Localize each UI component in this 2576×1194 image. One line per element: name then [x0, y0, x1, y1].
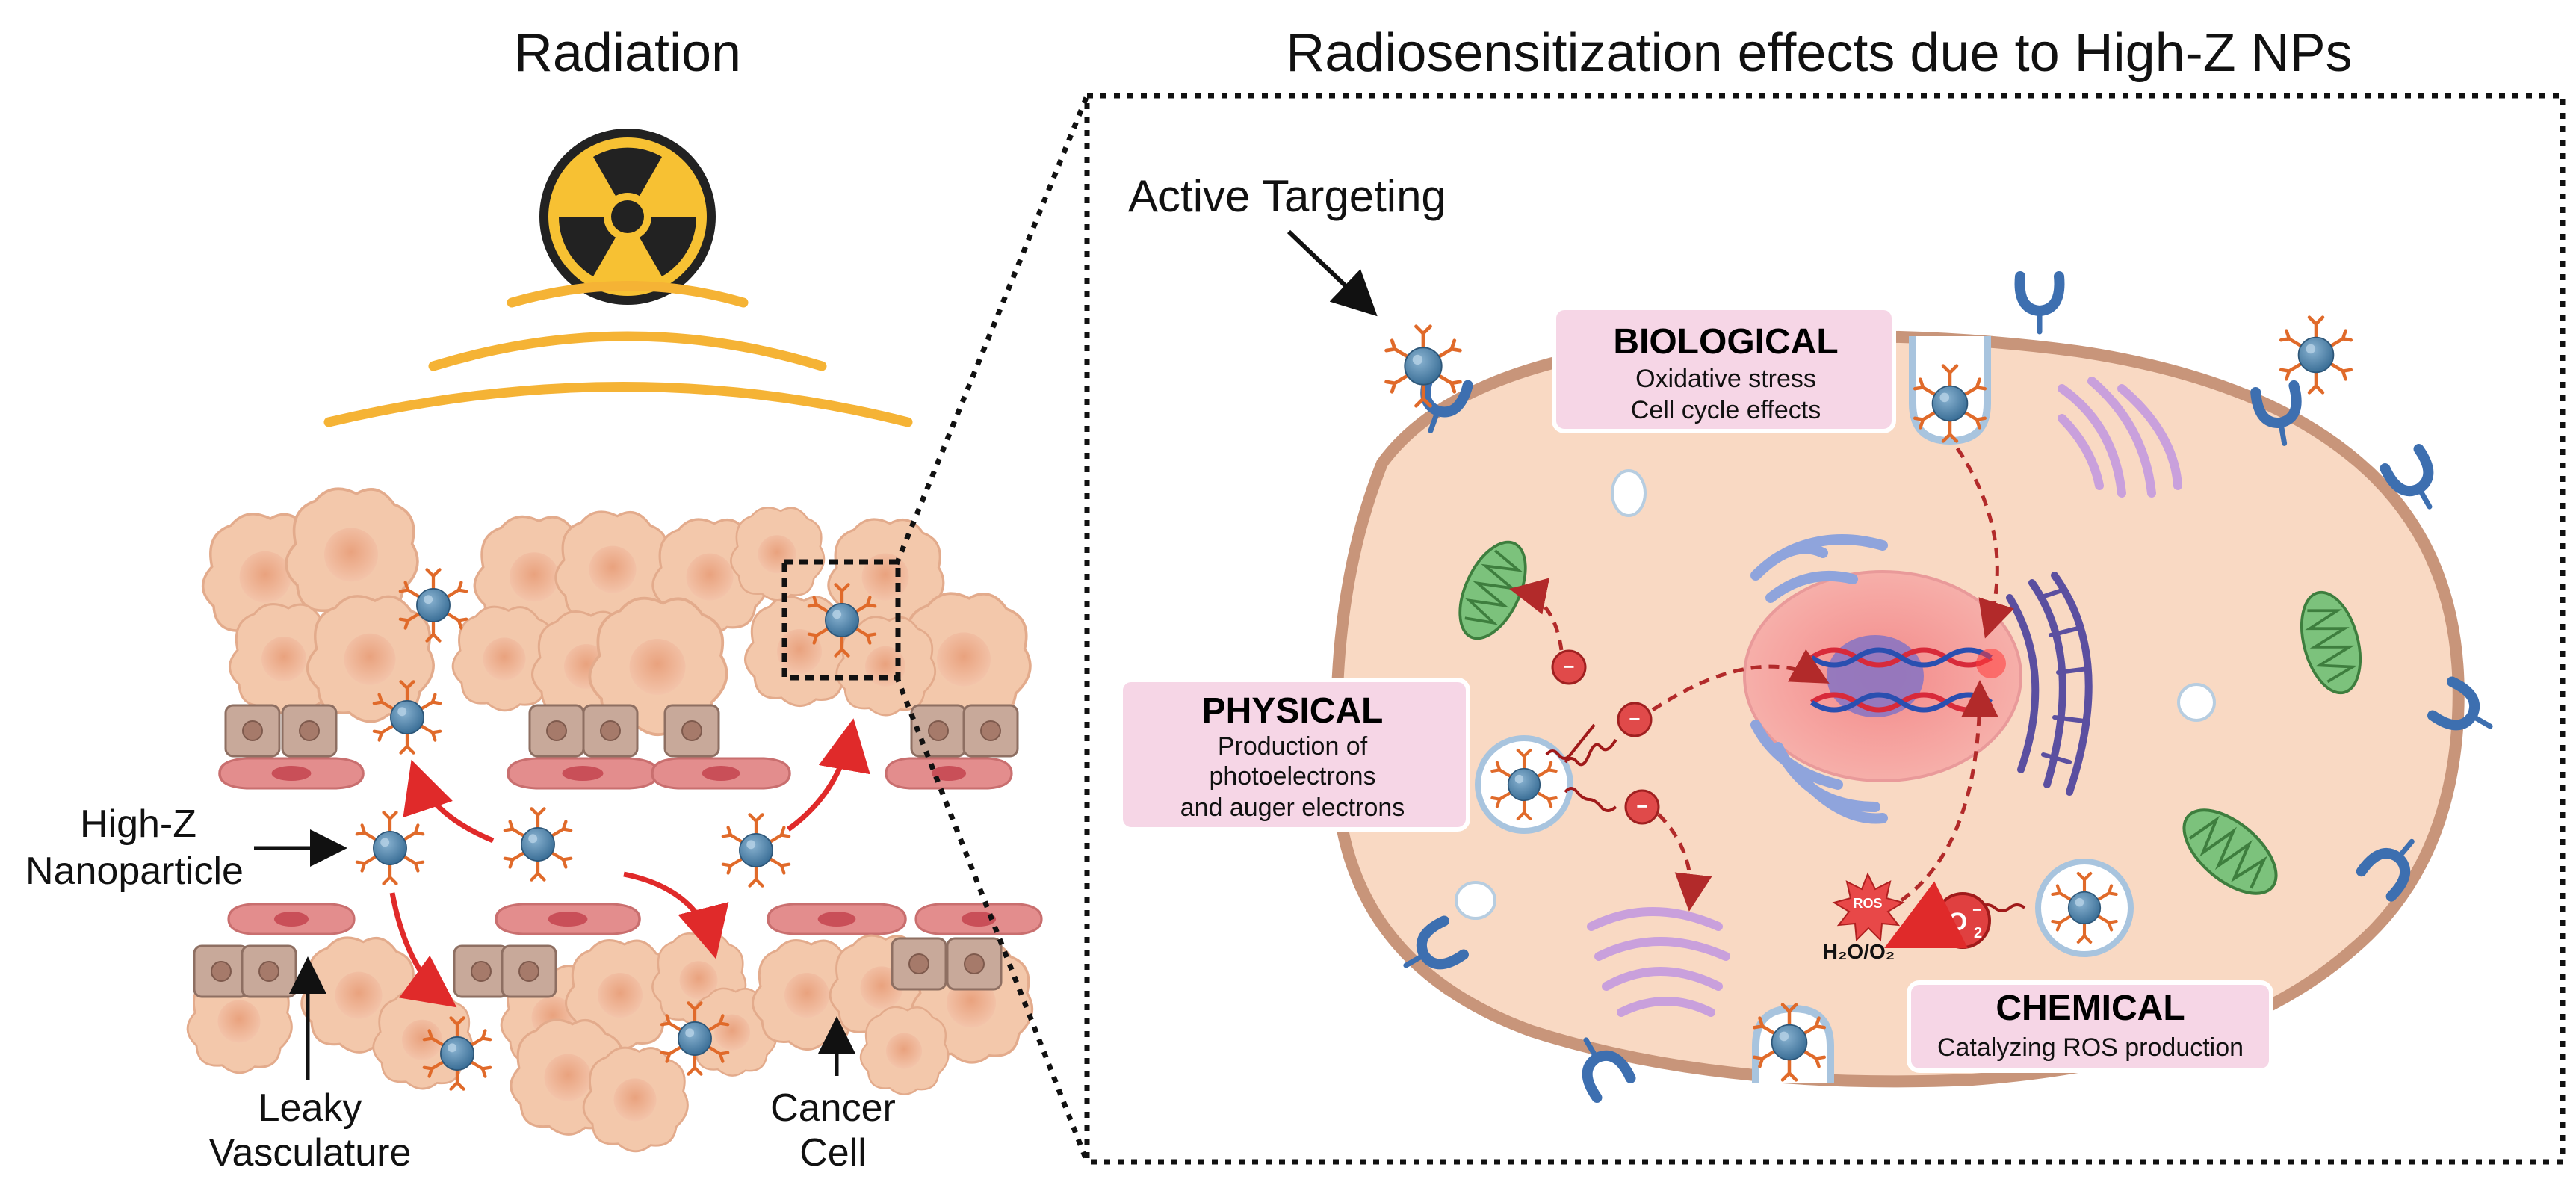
zoom-frame [1084, 93, 2566, 1165]
right-panel-title: Radiosensitization effects due to High-Z… [1286, 23, 2352, 83]
ros-label: ROS [1853, 896, 1882, 911]
extravasation-arrows [389, 718, 870, 1008]
label-cancer-1: Cancer [770, 1086, 896, 1130]
electron-emission-paths [1545, 723, 2026, 915]
electron-2 [1617, 702, 1653, 737]
label-leaky-1: Leaky [258, 1086, 362, 1130]
ros-conversion-arrow [1884, 881, 1968, 948]
np-vesicle-chemical [2035, 859, 2134, 957]
biological-line-2: Cell cycle effects [1631, 396, 1821, 424]
o2-superscript: − [1972, 900, 1982, 919]
upper-tumor-tissue [201, 487, 1032, 737]
biological-box: BIOLOGICAL Oxidative stress Cell cycle e… [1552, 306, 1896, 433]
electron-3 [1624, 789, 1660, 825]
golgi-bottom [1587, 907, 1730, 1017]
o2-symbol: O [1948, 908, 1967, 936]
label-leaky-2: Vasculature [209, 1131, 412, 1175]
right-panel: Radiosensitization effects due to High-Z… [1084, 23, 2566, 1165]
rough-er [1750, 534, 1888, 824]
physical-line-2: photoelectrons [1209, 762, 1375, 791]
physical-line-3: and auger electrons [1180, 794, 1405, 822]
biological-line-1: Oxidative stress [1635, 365, 1816, 393]
label-cancer-2: Cell [799, 1131, 867, 1175]
radiation-waves [323, 281, 913, 427]
superoxide-ion: O 2 − [1934, 892, 1991, 949]
dna-helix [1810, 647, 2006, 713]
endoplasmic-reticulum [2006, 572, 2093, 796]
left-panel: Radiation [25, 23, 1043, 1175]
physical-title: PHYSICAL [1202, 691, 1384, 731]
o2-subscript: 2 [1974, 925, 1982, 941]
physical-box: PHYSICAL Production of photoelectrons an… [1118, 678, 1470, 832]
zoom-connectors [894, 94, 1090, 1163]
physical-line-1: Production of [1218, 732, 1368, 761]
active-targeting-pointer [1287, 229, 1378, 317]
biological-title: BIOLOGICAL [1613, 322, 1838, 362]
vesicles [1455, 469, 2216, 920]
label-nanoparticle-1: High-Z [80, 802, 196, 846]
active-targeting-label: Active Targeting [1128, 171, 1446, 221]
chemical-line-1: Catalyzing ROS production [1937, 1033, 2244, 1062]
chemical-box: CHEMICAL Catalyzing ROS production [1907, 980, 2273, 1073]
np-vesicle-physical [1475, 735, 1573, 834]
upper-vessel-wall [218, 704, 1019, 790]
golgi-top [2058, 377, 2182, 498]
h2o-o2-label: H₂O/O₂ [1823, 940, 1895, 963]
electron-1 [1551, 649, 1587, 685]
zoom-box [781, 559, 901, 681]
chemical-title: CHEMICAL [1996, 989, 2185, 1028]
lower-vessel-wall [227, 903, 1043, 935]
left-panel-title: Radiation [514, 23, 741, 83]
label-nanoparticle-2: Nanoparticle [25, 850, 244, 893]
radiation-icon [539, 129, 716, 305]
